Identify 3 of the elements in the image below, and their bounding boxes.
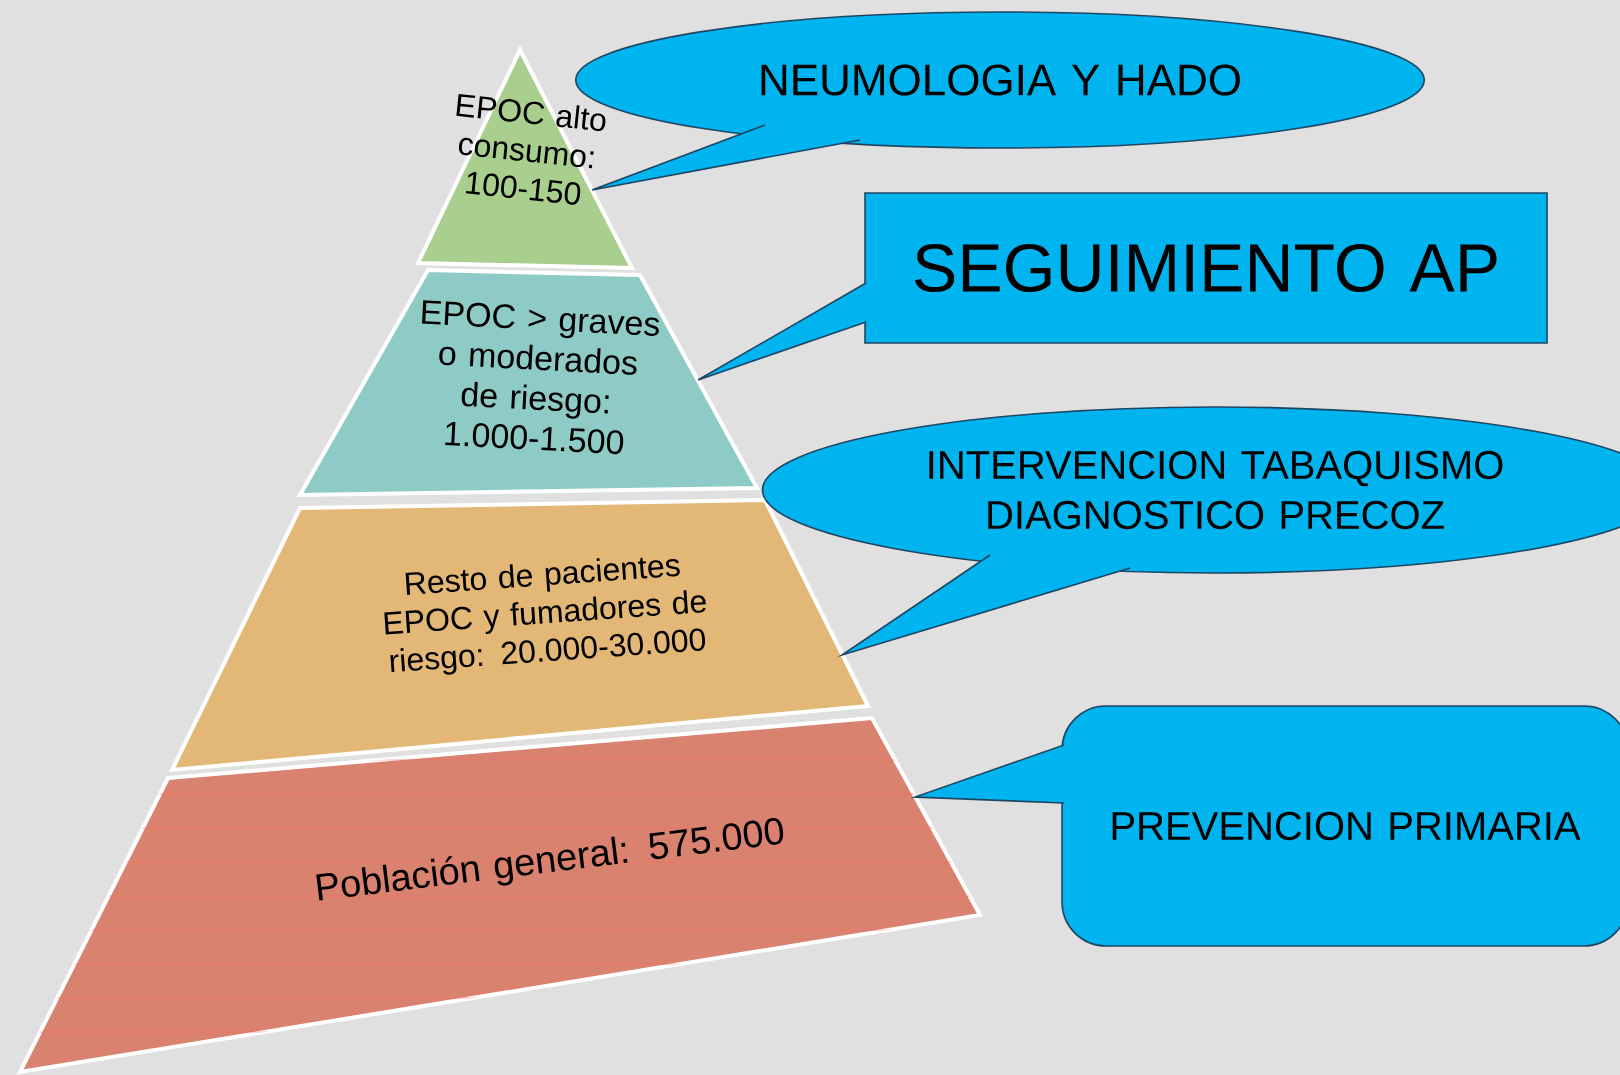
speech-bubble: INTERVENCION TABAQUISMO DIAGNOSTICO PRECOZ xyxy=(761,406,1620,658)
callout-box: PREVENCION PRIMARIA xyxy=(910,705,1620,947)
callout-box: SEGUIMIENTO AP xyxy=(697,192,1548,381)
